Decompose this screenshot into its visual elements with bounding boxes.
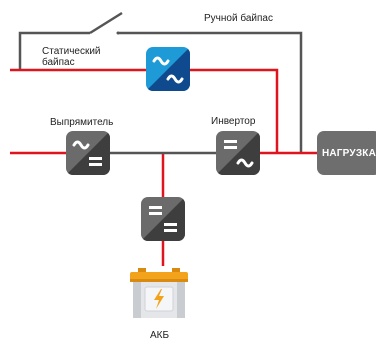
dc-dc-icon [141,197,185,241]
load-box: НАГРУЗКА [317,131,376,175]
main-power-line [10,151,318,266]
static-switch-module [146,47,190,91]
manual-bypass-line [18,11,303,153]
battery-icon [130,268,188,318]
inverter-label: Инвертор [211,116,256,127]
ac-dc-icon [66,131,110,175]
static-bypass-label: Статический байпас [42,46,101,68]
ac-ac-icon [146,47,190,91]
charger-module [141,197,185,241]
load-label: НАГРУЗКА [321,147,376,159]
dc-ac-icon [216,131,260,175]
static-bypass-line [10,68,279,153]
inverter-module [216,131,260,175]
manual-bypass-label: Ручной байпас [204,13,273,24]
battery-label: АКБ [150,330,170,341]
rectifier-module [66,131,110,175]
switch-contact [116,31,120,35]
rectifier-label: Выпрямитель [50,117,114,128]
